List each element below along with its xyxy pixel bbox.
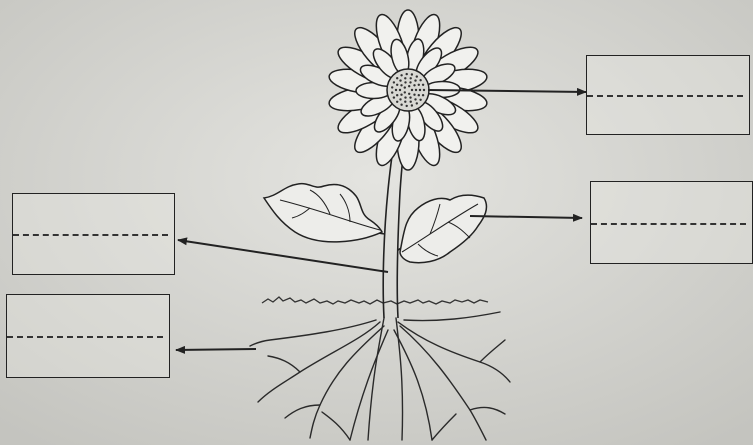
- seed-dot: [396, 84, 398, 86]
- seed-dot: [404, 91, 406, 93]
- seed-dot: [413, 84, 415, 86]
- seed-dot: [404, 77, 406, 79]
- seed-dot: [418, 84, 420, 86]
- answer-line: [7, 336, 163, 338]
- flower-center: [387, 69, 429, 111]
- seed-dot: [410, 101, 412, 103]
- answer-line: [13, 234, 168, 236]
- label-box-leaf[interactable]: [590, 181, 753, 264]
- seed-dot: [415, 89, 417, 91]
- seed-dot: [423, 89, 425, 91]
- seed-dot: [411, 104, 413, 106]
- seed-dot: [411, 73, 413, 75]
- seed-dot: [400, 104, 402, 106]
- seed-dot: [400, 84, 402, 86]
- label-box-root[interactable]: [6, 294, 170, 378]
- seed-dot: [411, 89, 413, 91]
- seed-dot: [404, 96, 406, 98]
- seed-dot: [418, 94, 420, 96]
- seed-dot: [416, 75, 418, 77]
- seed-dot: [422, 84, 424, 86]
- seed-dot: [422, 94, 424, 96]
- seed-dot: [413, 94, 415, 96]
- seed-dot: [410, 77, 412, 79]
- seed-dot: [391, 91, 393, 93]
- seed-dot: [391, 86, 393, 88]
- seed-dot: [396, 77, 398, 79]
- seed-dot: [399, 79, 401, 81]
- seed-dot: [396, 101, 398, 103]
- seed-dot: [404, 101, 406, 103]
- answer-line: [591, 223, 746, 225]
- seed-dot: [419, 99, 421, 101]
- seed-dot: [414, 79, 416, 81]
- seed-dot: [408, 93, 410, 95]
- seed-dot: [393, 81, 395, 83]
- seed-dot: [396, 94, 398, 96]
- seed-dot: [399, 89, 401, 91]
- seed-dot: [399, 98, 401, 100]
- seed-dot: [409, 96, 411, 98]
- seed-dot: [393, 96, 395, 98]
- seed-dot: [414, 98, 416, 100]
- seed-dot: [419, 79, 421, 81]
- seed-dot: [406, 73, 408, 75]
- seed-dot: [400, 94, 402, 96]
- seed-dot: [395, 89, 397, 91]
- label-box-flower[interactable]: [586, 55, 750, 135]
- label-box-stem[interactable]: [12, 193, 175, 275]
- seed-dot: [404, 86, 406, 88]
- seed-dot: [408, 85, 410, 87]
- arrow-to-root-box: [176, 349, 256, 350]
- seed-dot: [406, 105, 408, 107]
- seed-dot: [400, 74, 402, 76]
- answer-line: [587, 95, 743, 97]
- seed-dot: [419, 89, 421, 91]
- seed-dot: [416, 102, 418, 104]
- seed-dot: [409, 81, 411, 83]
- seed-dot: [404, 81, 406, 83]
